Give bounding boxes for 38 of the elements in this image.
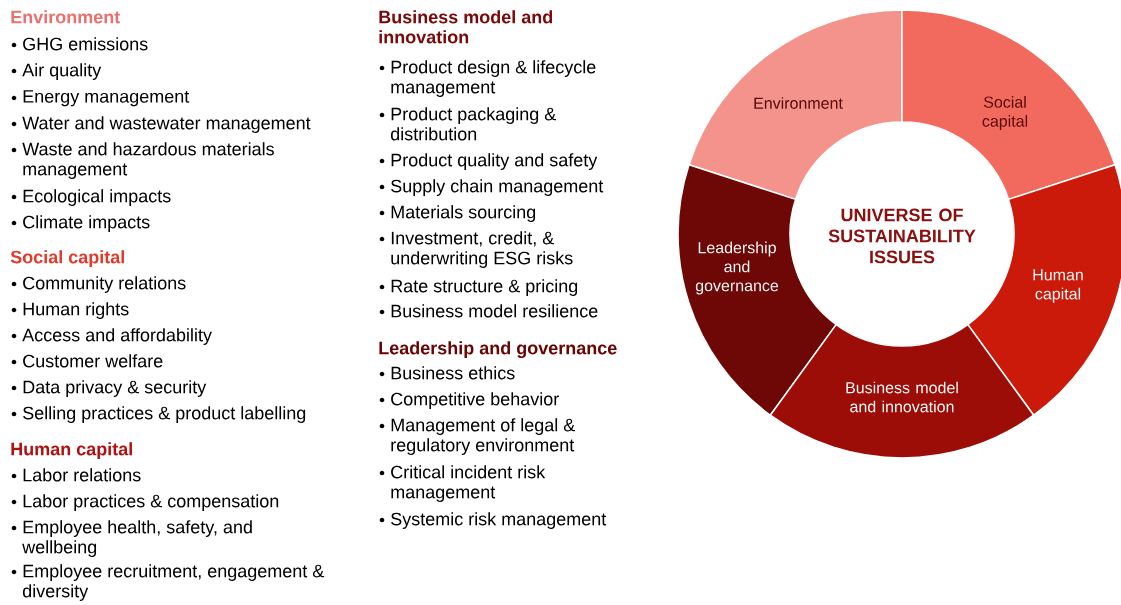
list-item: GHG emissions [11, 37, 148, 51]
list-item: Labor relations [11, 468, 141, 482]
list-item: Energy management [11, 90, 190, 107]
list-item: Water and wastewater management [11, 116, 311, 133]
list-heading: Business model and innovation [379, 10, 553, 44]
list-item: Air quality [11, 63, 102, 80]
list-item: Employee health, safety, and wellbeing [11, 520, 252, 557]
list-item: Product packaging & distribution [379, 107, 556, 141]
list-item: Supply chain management [379, 179, 604, 196]
list-item: Critical incident risk management [379, 465, 546, 502]
list-item: Community relations [11, 276, 186, 293]
list-item: Management of legal & regulatory environment [379, 418, 575, 455]
list-item: Climate impacts [11, 215, 150, 232]
list-item: Product quality and safety [379, 153, 598, 170]
list-item: Data privacy & security [11, 380, 207, 397]
list-item: Employee recruitment, engagement & diversity [11, 564, 325, 601]
list-heading: Social capital [10, 250, 124, 267]
list-item: Customer welfare [11, 354, 163, 368]
list-item: Rate structure & pricing [379, 279, 578, 296]
list-heading: Environment [11, 10, 120, 24]
list-item: Materials sourcing [379, 205, 536, 222]
donut-segment: Social capital [901, 9, 1116, 201]
list-item: Business ethics [379, 366, 515, 380]
list-item: Product design & lifecycle management [379, 60, 596, 97]
list-item: Business model resilience [379, 304, 598, 318]
list-item: Labor practices & compensation [11, 494, 279, 511]
list-item: Selling practices & product labelling [11, 406, 306, 423]
donut-segment: Environment [688, 9, 903, 201]
list-item: Ecological impacts [11, 189, 171, 206]
list-item: Waste and hazardous materials management [11, 142, 274, 179]
list-item: Competitive behavior [379, 392, 559, 409]
list-heading: Leadership and governance [379, 341, 617, 359]
list-item: Investment, credit, & underwriting ESG risks [379, 231, 573, 268]
donut-segment: Business model and innovation [769, 323, 1035, 459]
list-item: Systemic risk management [379, 512, 607, 529]
list-heading: Human capital [11, 442, 132, 459]
list-item: Access and affordability [11, 328, 212, 345]
list-item: Human rights [11, 302, 129, 319]
